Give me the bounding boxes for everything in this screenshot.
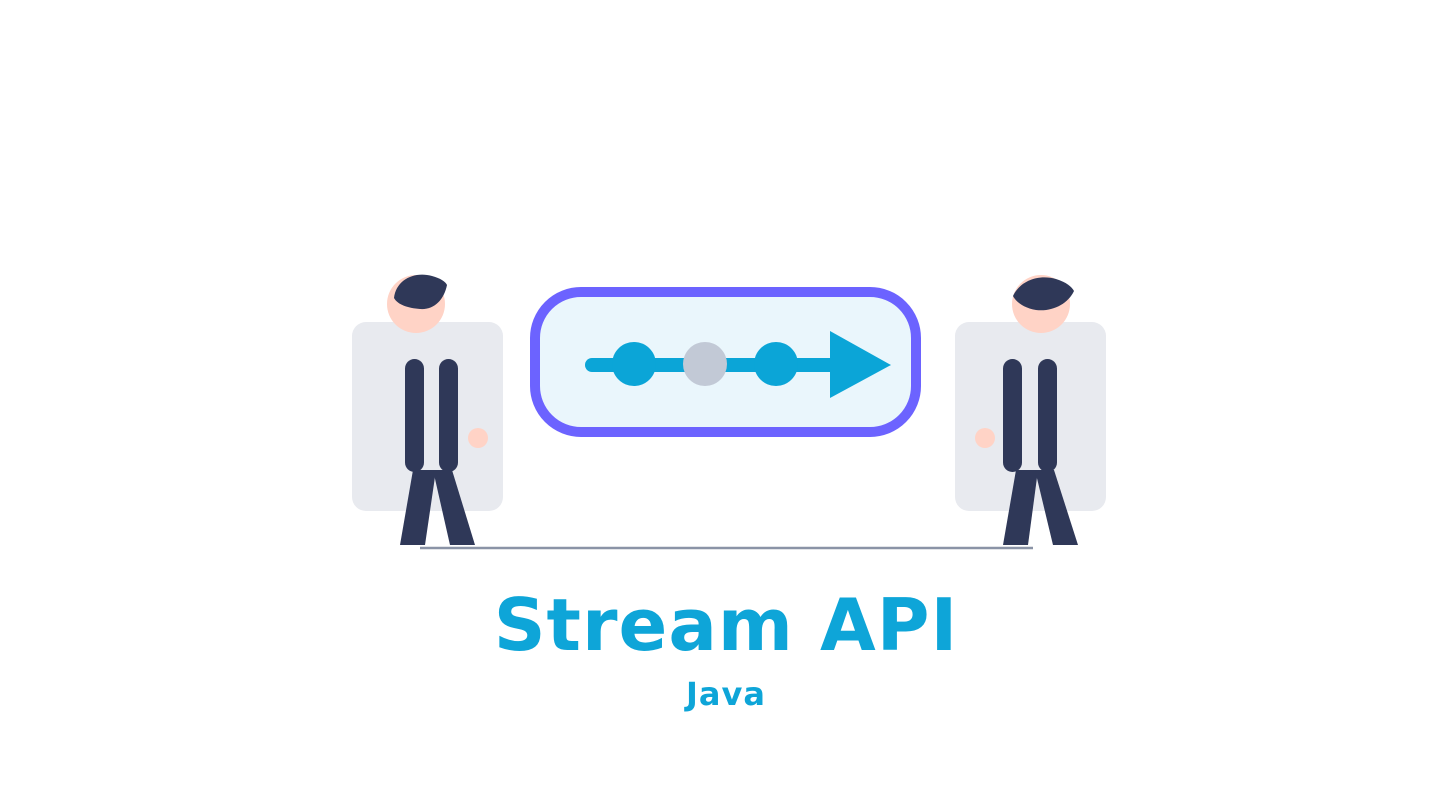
person-left-hair [394,274,447,310]
person-left-hand [468,428,488,448]
stream-node-inactive [683,342,727,386]
person-left-leg [433,470,475,545]
page-title: Stream API [493,583,959,667]
person-right-hand [975,428,995,448]
person-right-card [955,322,1106,511]
person-right-leg [1035,470,1078,545]
person-right-leg [1003,470,1038,545]
stream-arrow-icon [585,331,891,398]
person-left-card [352,322,503,511]
person-left-arm [439,359,458,472]
stream-node [754,342,798,386]
person-right-icon [955,275,1106,545]
person-right-arm [1003,359,1022,472]
stream-frame [530,287,921,437]
person-left-arm [405,359,424,472]
person-left-leg [400,470,436,545]
person-left-icon [352,274,503,545]
person-right-hair [1013,277,1074,311]
person-right-arm [1038,359,1057,472]
page-subtitle: Java [686,675,766,713]
arrow-head-icon [830,331,891,398]
stream-node [612,342,656,386]
